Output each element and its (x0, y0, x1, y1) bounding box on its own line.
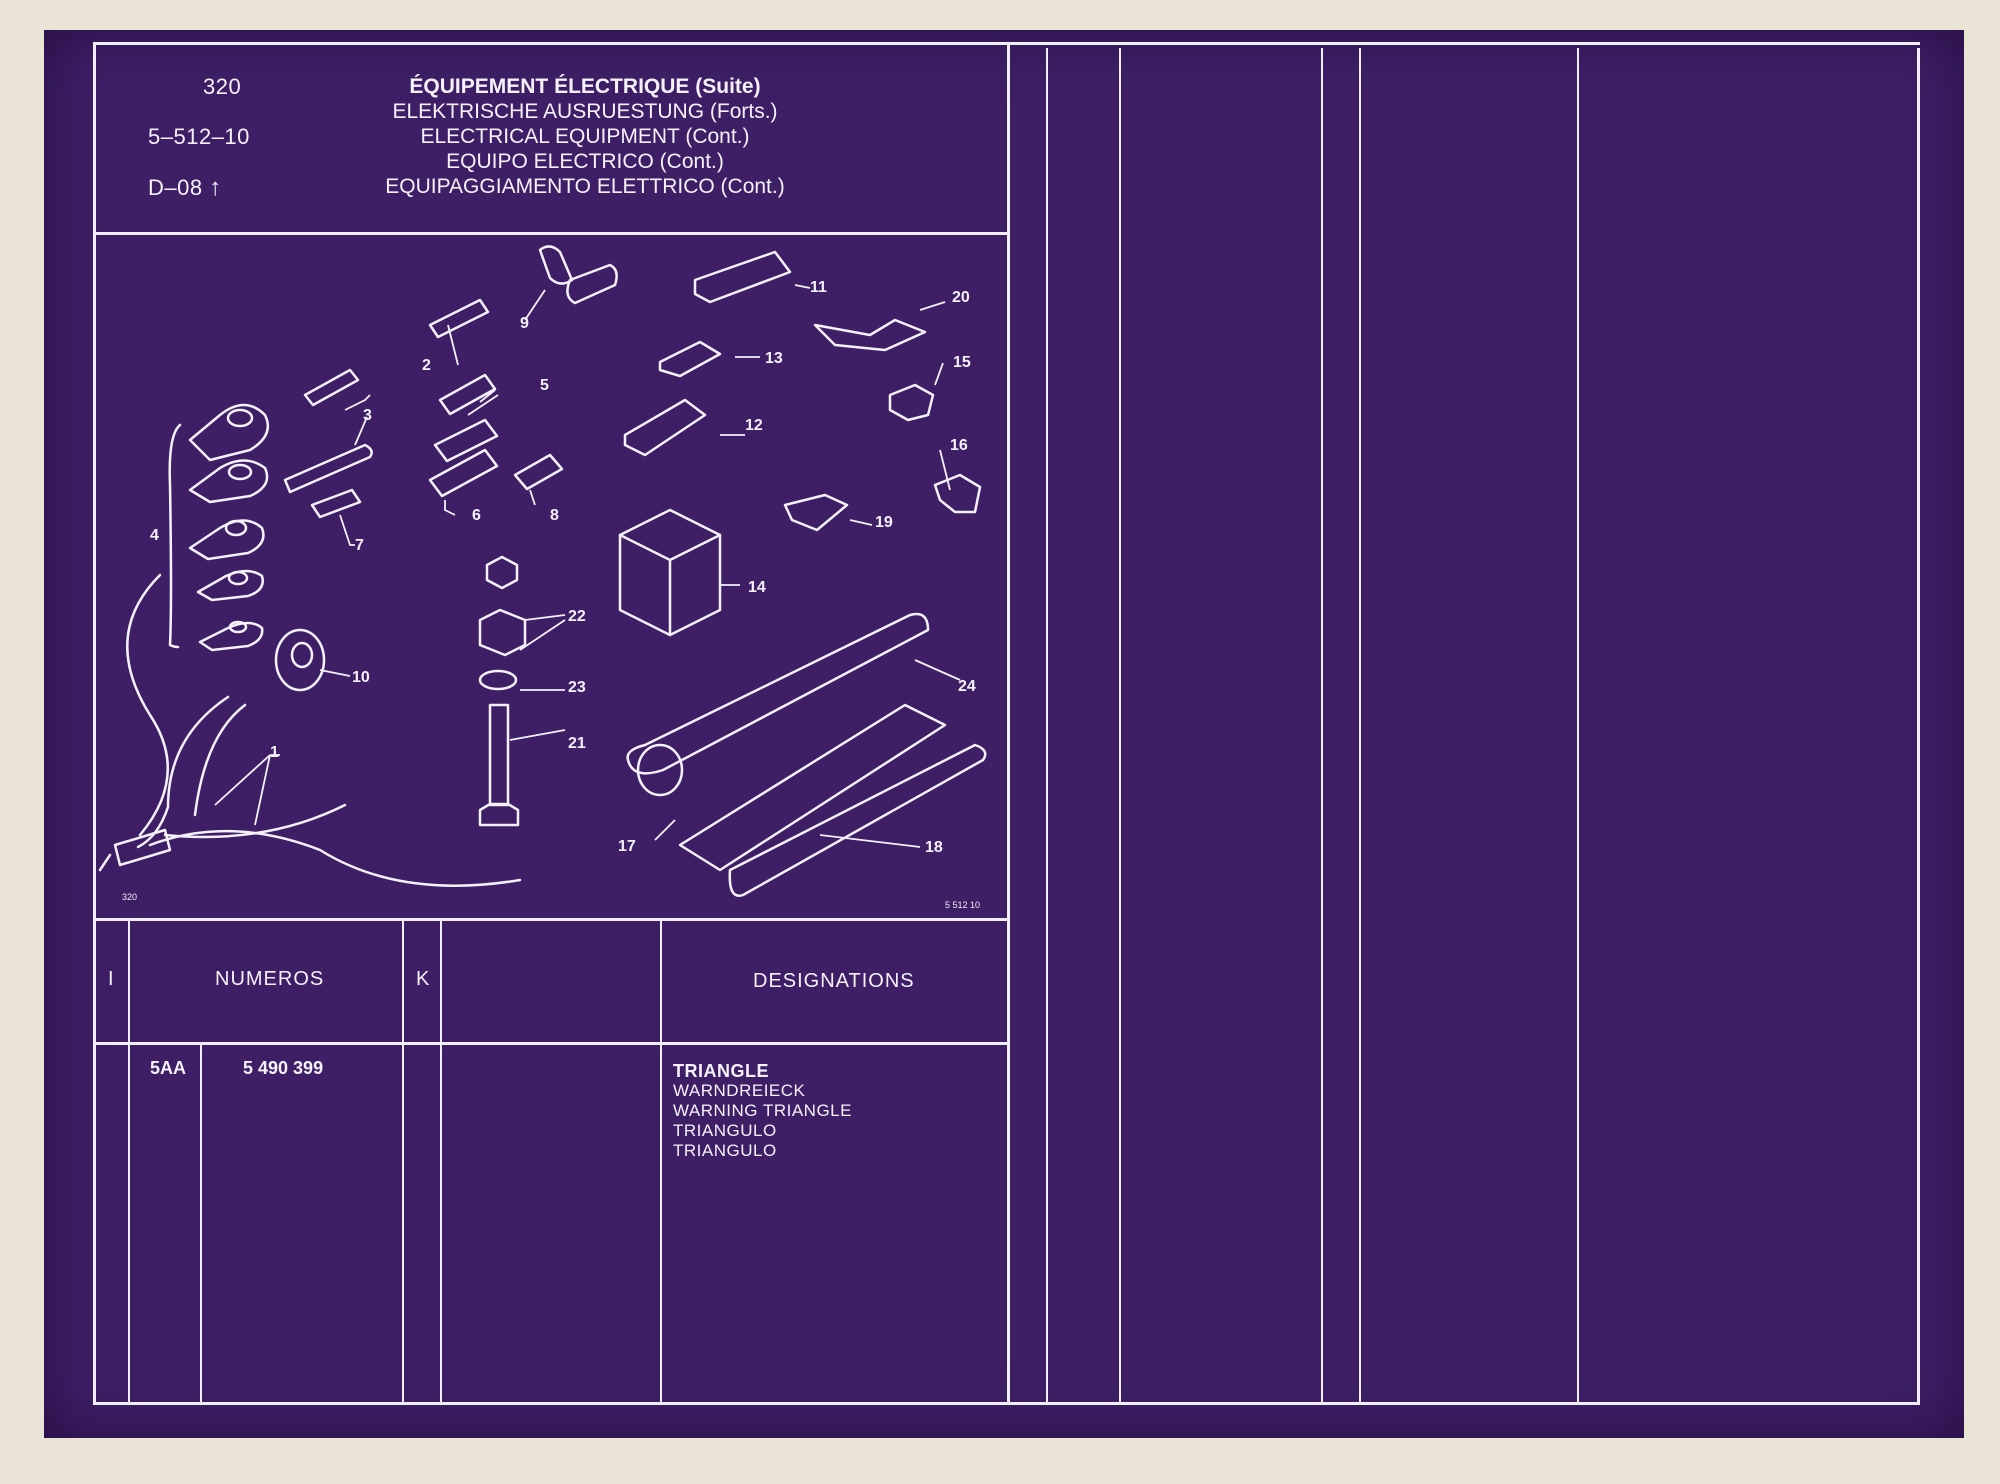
col-line-10 (1359, 48, 1361, 1402)
frame-left (93, 42, 96, 1405)
title-de: ELEKTRISCHE AUSRUESTUNG (Forts.) (392, 100, 778, 123)
callout-10: 10 (352, 669, 370, 686)
column-header-designations: DESIGNATIONS (753, 970, 915, 992)
designation-it: TRIANGULO (673, 1141, 777, 1160)
table-row-number: 5 490 399 (243, 1058, 324, 1078)
callout-12: 12 (745, 417, 763, 434)
column-header-numeros: NUMEROS (215, 968, 325, 990)
col-line-5 (660, 921, 662, 1402)
callout-20: 20 (952, 289, 970, 306)
designation-es: TRIANGULO (673, 1121, 777, 1140)
header-divider (96, 232, 1008, 235)
col-line-4 (440, 921, 442, 1402)
callout-24: 24 (958, 678, 976, 695)
callout-13: 13 (765, 350, 783, 367)
callout-8: 8 (550, 507, 559, 524)
frame-right (1917, 48, 1920, 1405)
ring-terminals-group (168, 403, 270, 652)
diagram-corner-left: 320 (122, 892, 137, 902)
callout-22: 22 (568, 608, 586, 625)
callout-5: 5 (540, 377, 549, 394)
diagram-bottom-divider (96, 918, 1008, 921)
designation-en: WARNING TRIANGLE (673, 1101, 852, 1120)
callout-17: 17 (618, 838, 636, 855)
sheet-code: 320 (203, 74, 242, 99)
callout-21: 21 (568, 735, 586, 752)
callout-19: 19 (875, 514, 893, 531)
callout-23: 23 (568, 679, 586, 696)
callout-14: 14 (748, 579, 766, 596)
col-line-7 (1046, 48, 1048, 1402)
table-row-designations: TRIANGLE WARNDREIECK WARNING TRIANGLE TR… (673, 1061, 852, 1161)
callout-11: 11 (810, 279, 827, 296)
table-row-item: 5AA (150, 1058, 187, 1078)
callout-18: 18 (925, 839, 943, 856)
diagram-corner-right: 5 512 10 (945, 900, 980, 910)
callout-16: 16 (950, 437, 968, 454)
sheet-reference: 5–512–10 (148, 124, 250, 149)
table-head-divider (96, 1042, 1008, 1045)
callout-6: 6 (472, 507, 481, 524)
callout-2: 2 (422, 357, 431, 374)
column-header-k: K (416, 968, 431, 990)
callout-3: 3 (363, 407, 372, 424)
column-header-i: I (108, 968, 115, 990)
title-en: ELECTRICAL EQUIPMENT (Cont.) (420, 125, 750, 148)
title-it: EQUIPAGGIAMENTO ELETTRICO (Cont.) (385, 175, 785, 198)
col-line-3 (402, 921, 404, 1402)
section-title: ÉQUIPEMENT ÉLECTRIQUE (Suite) ELEKTRISCH… (340, 74, 830, 199)
wire-harness (98, 573, 522, 887)
col-line-6 (1007, 42, 1010, 1405)
sheet-group: D–08 ↑ (148, 174, 222, 202)
designation-de: WARNDREIECK (673, 1081, 806, 1100)
callout-1: 1 (270, 744, 279, 761)
col-line-1 (128, 921, 130, 1402)
sheet-group-label: D–08 (148, 175, 203, 200)
callout-9: 9 (520, 315, 529, 332)
callout-15: 15 (953, 354, 971, 371)
col-line-9 (1321, 48, 1323, 1402)
callout-7: 7 (355, 537, 364, 554)
title-fr: ÉQUIPEMENT ÉLECTRIQUE (Suite) (409, 75, 761, 98)
frame-bottom (93, 1402, 1920, 1405)
col-line-8 (1119, 48, 1121, 1402)
designation-fr: TRIANGLE (673, 1061, 769, 1081)
col-line-2 (200, 1045, 202, 1402)
title-es: EQUIPO ELECTRICO (Cont.) (446, 150, 724, 173)
arrow-up-icon: ↑ (209, 174, 222, 201)
callout-4: 4 (150, 527, 159, 544)
parts-sheet (44, 30, 1964, 1438)
col-line-11 (1577, 48, 1579, 1402)
